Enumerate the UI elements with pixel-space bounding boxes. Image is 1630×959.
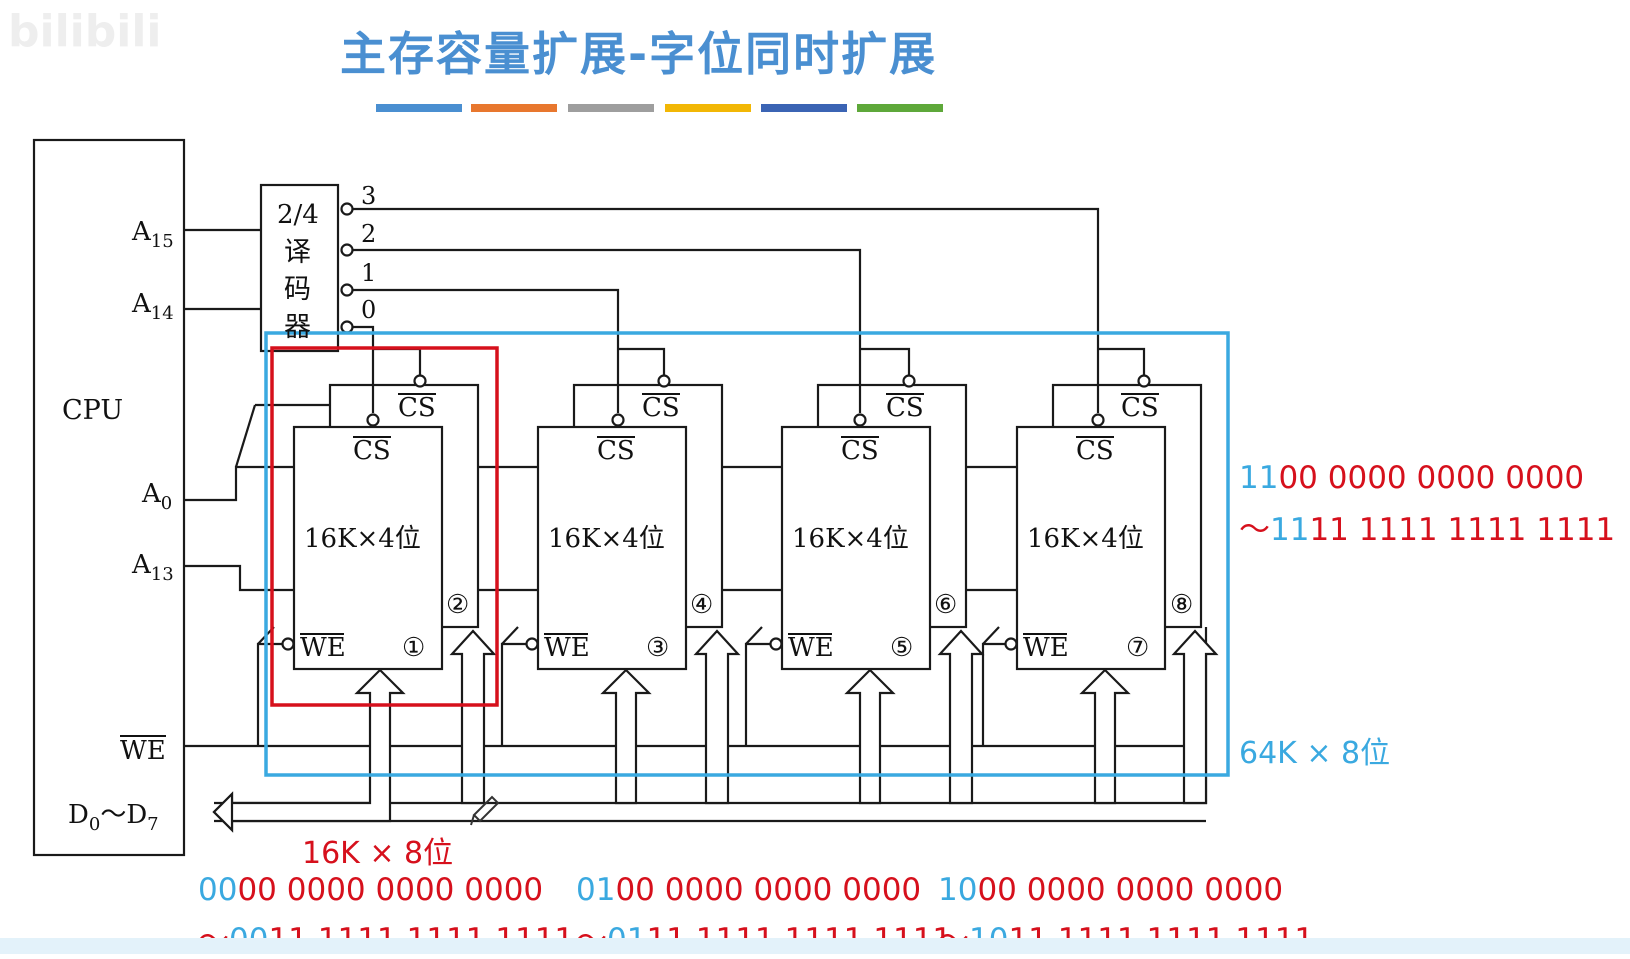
chip-6-cs: CS xyxy=(886,393,924,423)
chip-7-cs: CS xyxy=(1076,436,1114,466)
chip-5-cs: CS xyxy=(841,436,879,466)
title-bar-4 xyxy=(665,104,751,112)
decoder-out-1: 1 xyxy=(361,259,376,287)
chip-6-number: ⑥ xyxy=(934,590,957,620)
address-range-start-4: 1100 0000 0000 0000 xyxy=(1239,460,1585,496)
chip-3-number: ③ xyxy=(646,633,669,663)
cpu-box xyxy=(32,138,186,857)
decoder-label-1: 2/4 xyxy=(277,200,319,230)
title-bar-1 xyxy=(376,104,462,112)
chip-1-number: ① xyxy=(402,633,425,663)
decoder-out-3: 3 xyxy=(361,182,376,210)
address-range-start-2: 0100 0000 0000 0000 xyxy=(576,872,922,908)
chip-1-cs: CS xyxy=(353,436,391,466)
pin-a0: A0 xyxy=(141,479,172,514)
watermark-logo: bilibili xyxy=(8,6,162,57)
pen-cursor-icon xyxy=(470,795,500,826)
chip-1-capacity: 16K×4位 xyxy=(304,524,421,554)
group-capacity-label: 16K × 8位 xyxy=(302,836,454,871)
page-title: 主存容量扩展-字位同时扩展 xyxy=(340,27,938,81)
address-range-start-1: 0000 0000 0000 0000 xyxy=(198,872,544,908)
pin-a13: A13 xyxy=(131,550,174,585)
chip-7-we: WE xyxy=(1023,633,1069,663)
decoder-label-4: 器 xyxy=(284,312,311,343)
pin-we: WE xyxy=(120,736,166,766)
decoder-label-3: 码 xyxy=(284,274,311,305)
chip-8-cs: CS xyxy=(1121,393,1159,423)
total-capacity-label: 64K × 8位 xyxy=(1239,736,1391,771)
address-range-start-3: 1000 0000 0000 0000 xyxy=(938,872,1284,908)
bottom-strip xyxy=(0,938,1630,954)
decoder-out-2: 2 xyxy=(361,220,376,248)
chip-5-we: WE xyxy=(788,633,834,663)
decoder-out-0: 0 xyxy=(361,296,376,324)
address-range-end-4: ～1111 1111 1111 1111 xyxy=(1239,512,1616,548)
chip-4-number: ④ xyxy=(690,590,713,620)
title-bar-3 xyxy=(568,104,654,112)
chip-2-cs: CS xyxy=(398,393,436,423)
chip-7-number: ⑦ xyxy=(1126,633,1149,663)
chip-3-capacity: 16K×4位 xyxy=(548,524,665,554)
decoder-box xyxy=(259,183,340,353)
chip-3-cs: CS xyxy=(597,436,635,466)
group-highlight-box xyxy=(270,346,499,707)
chip-8-number: ⑧ xyxy=(1170,590,1193,620)
chip-3-we: WE xyxy=(544,633,590,663)
decoder-label-2: 译 xyxy=(284,237,311,268)
chip-7-capacity: 16K×4位 xyxy=(1027,524,1144,554)
title-bar-2 xyxy=(471,104,557,112)
pin-a14: A14 xyxy=(131,289,174,324)
chip-5-number: ⑤ xyxy=(890,633,913,663)
chip-4-cs: CS xyxy=(642,393,680,423)
pin-a15: A15 xyxy=(131,217,174,252)
total-highlight-box xyxy=(264,331,1230,777)
chip-5-capacity: 16K×4位 xyxy=(792,524,909,554)
chip-2-number: ② xyxy=(446,590,469,620)
chip-1-we: WE xyxy=(300,633,346,663)
cpu-label: CPU xyxy=(62,395,123,426)
title-bar-6 xyxy=(857,104,943,112)
pin-data-bus: D0～D7 xyxy=(68,800,159,835)
title-bar-5 xyxy=(761,104,847,112)
